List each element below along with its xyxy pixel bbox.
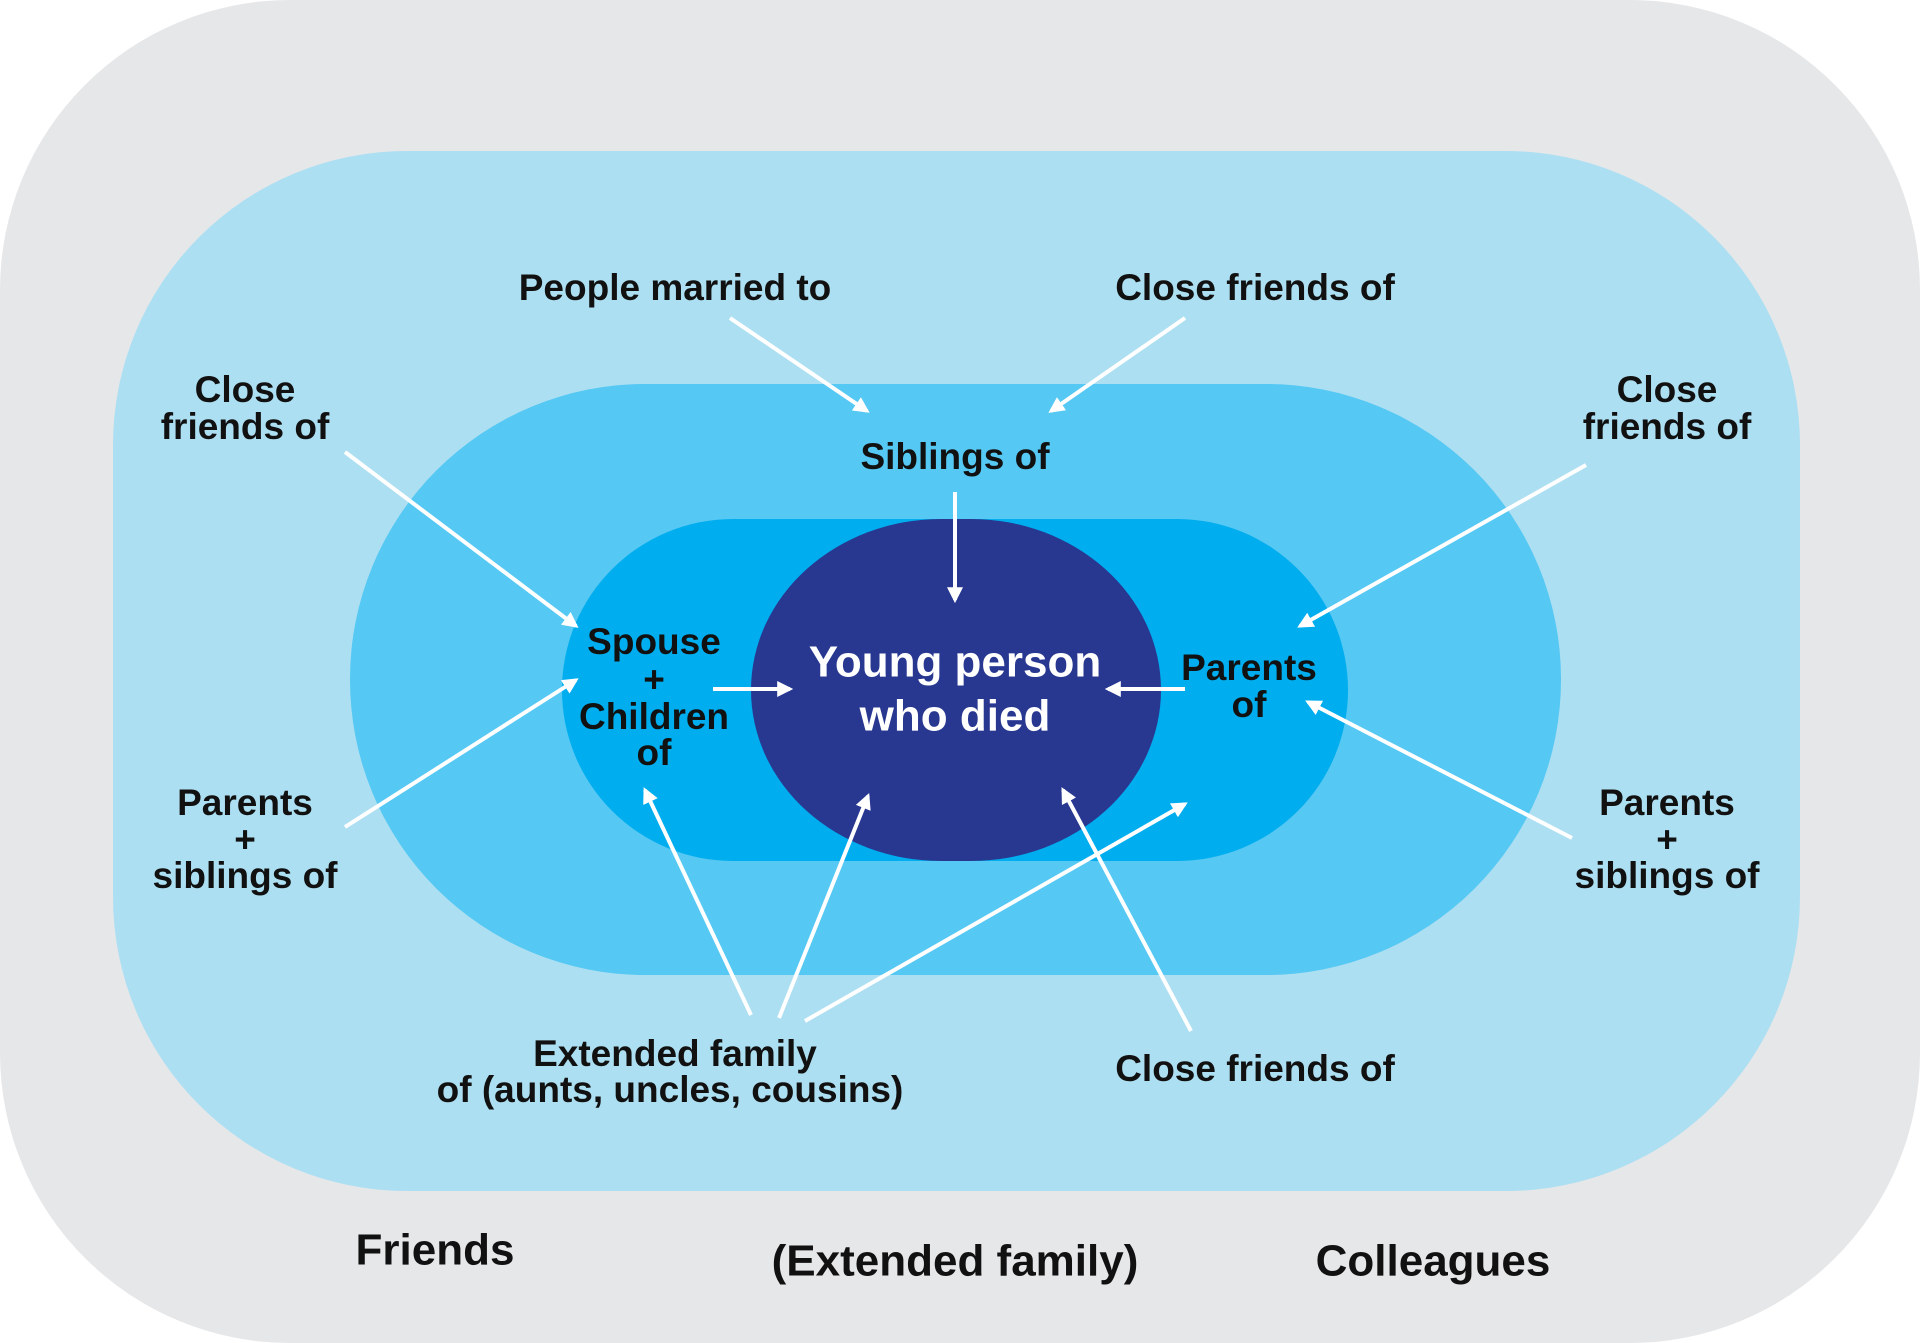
arrow [1297, 463, 1587, 628]
label-extended-family: Extended family [533, 1033, 817, 1074]
label-parents-siblings-right: siblings of [1575, 855, 1761, 896]
arrows [343, 316, 1587, 1032]
arrow [643, 787, 753, 1016]
label-close-friends-bottom: Close friends of [1115, 1048, 1395, 1089]
label-extended-family: of (aunts, uncles, cousins) [437, 1069, 904, 1110]
label-close-friends-right: Close [1617, 369, 1718, 410]
label-spouse-children: + [643, 659, 665, 700]
label-people-married-to: People married to [519, 267, 832, 308]
center-circle [751, 519, 1161, 861]
center-label: who died [859, 692, 1051, 741]
label-parents-siblings-left: + [234, 819, 256, 860]
arrow [804, 802, 1188, 1023]
label-spouse-children: of [637, 732, 673, 773]
arrow [343, 678, 579, 829]
arrow [1061, 787, 1193, 1032]
label-close-friends-left: Close [195, 369, 296, 410]
arrow [343, 450, 579, 628]
arrow [1305, 700, 1573, 840]
label-close-friends-right: friends of [1583, 406, 1752, 447]
label-spouse-children: Children [579, 696, 729, 737]
label-close-friends-top: Close friends of [1115, 267, 1395, 308]
label-parents-of: Parents [1181, 647, 1317, 688]
center-label: Young person [809, 638, 1102, 687]
arrow [777, 793, 871, 1019]
label-spouse-children: Spouse [587, 621, 721, 662]
arrow [728, 316, 870, 413]
outer-label-colleagues: Colleagues [1316, 1237, 1551, 1286]
outer-label-friends: Friends [356, 1226, 515, 1275]
outer-label-extended-family: (Extended family) [772, 1237, 1139, 1286]
label-parents-siblings-right: + [1656, 819, 1678, 860]
label-parents-siblings-right: Parents [1599, 782, 1735, 823]
arrow [1048, 316, 1187, 413]
label-siblings-of: Siblings of [860, 436, 1050, 477]
label-parents-siblings-left: Parents [177, 782, 313, 823]
label-parents-siblings-left: siblings of [153, 855, 339, 896]
label-parents-of: of [1232, 684, 1268, 725]
label-close-friends-left: friends of [161, 406, 330, 447]
